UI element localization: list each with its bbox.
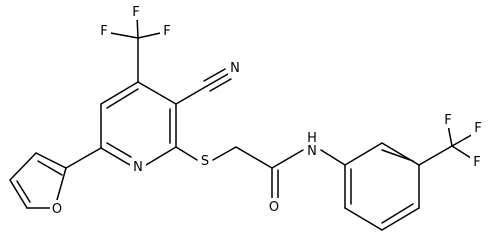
atom-n-nitrile: N — [230, 61, 240, 76]
atom-labels: F F F N N S O O H N F F F — [50, 4, 485, 217]
atom-label-background — [441, 112, 455, 128]
atom-f-right-mid: F — [474, 121, 481, 136]
atom-f-top-left: F — [100, 24, 107, 39]
atom-label-background — [266, 198, 282, 214]
bond-group — [9, 14, 476, 231]
bond — [65, 147, 102, 169]
bond — [100, 81, 139, 105]
atom-f-right-top: F — [444, 113, 451, 128]
bond — [212, 146, 237, 161]
atom-n-amide: N — [307, 144, 317, 159]
bond — [56, 167, 67, 201]
atom-h-amide: H — [307, 131, 317, 146]
molecule-structure: F F F N N S O O H N F F F — [9, 4, 485, 231]
atom-label-background — [97, 23, 111, 39]
atom-label-background — [160, 23, 174, 39]
atom-n-pyridine: N — [133, 160, 143, 175]
bond — [235, 146, 273, 169]
atom-label-background — [470, 154, 484, 170]
atom-f-right-bottom: F — [473, 155, 480, 170]
atom-label-background — [228, 60, 242, 76]
atom-f-top-mid: F — [132, 5, 139, 20]
bond — [381, 207, 420, 231]
bond — [381, 149, 414, 162]
atom-o-furan: O — [52, 202, 62, 217]
atom-o-carbonyl: O — [269, 200, 279, 215]
bond — [175, 146, 198, 161]
atom-label-background — [130, 158, 146, 174]
atom-label-background — [304, 136, 320, 160]
bond — [209, 78, 232, 92]
atom-label-background — [50, 200, 66, 216]
bond — [9, 179, 28, 209]
bond — [344, 207, 383, 231]
bond — [206, 73, 229, 87]
bond — [145, 146, 177, 166]
atom-label-background — [471, 120, 485, 136]
bond — [9, 152, 37, 181]
bond — [203, 68, 226, 82]
bond — [35, 152, 67, 169]
bond — [106, 142, 132, 158]
bond — [320, 149, 346, 166]
bond — [344, 142, 383, 166]
bond — [447, 124, 453, 147]
atom-label-background — [198, 152, 212, 168]
bond — [381, 142, 420, 166]
bond — [37, 160, 63, 176]
bond — [137, 81, 177, 105]
bond — [175, 85, 208, 105]
bond — [418, 145, 453, 166]
atom-s-thioether: S — [201, 154, 209, 169]
bond — [381, 203, 414, 224]
bond — [100, 147, 131, 166]
bond — [271, 149, 304, 169]
atom-label-background — [129, 4, 143, 20]
bond — [106, 88, 139, 109]
atom-f-top-right: F — [163, 24, 170, 39]
bond — [16, 180, 31, 203]
